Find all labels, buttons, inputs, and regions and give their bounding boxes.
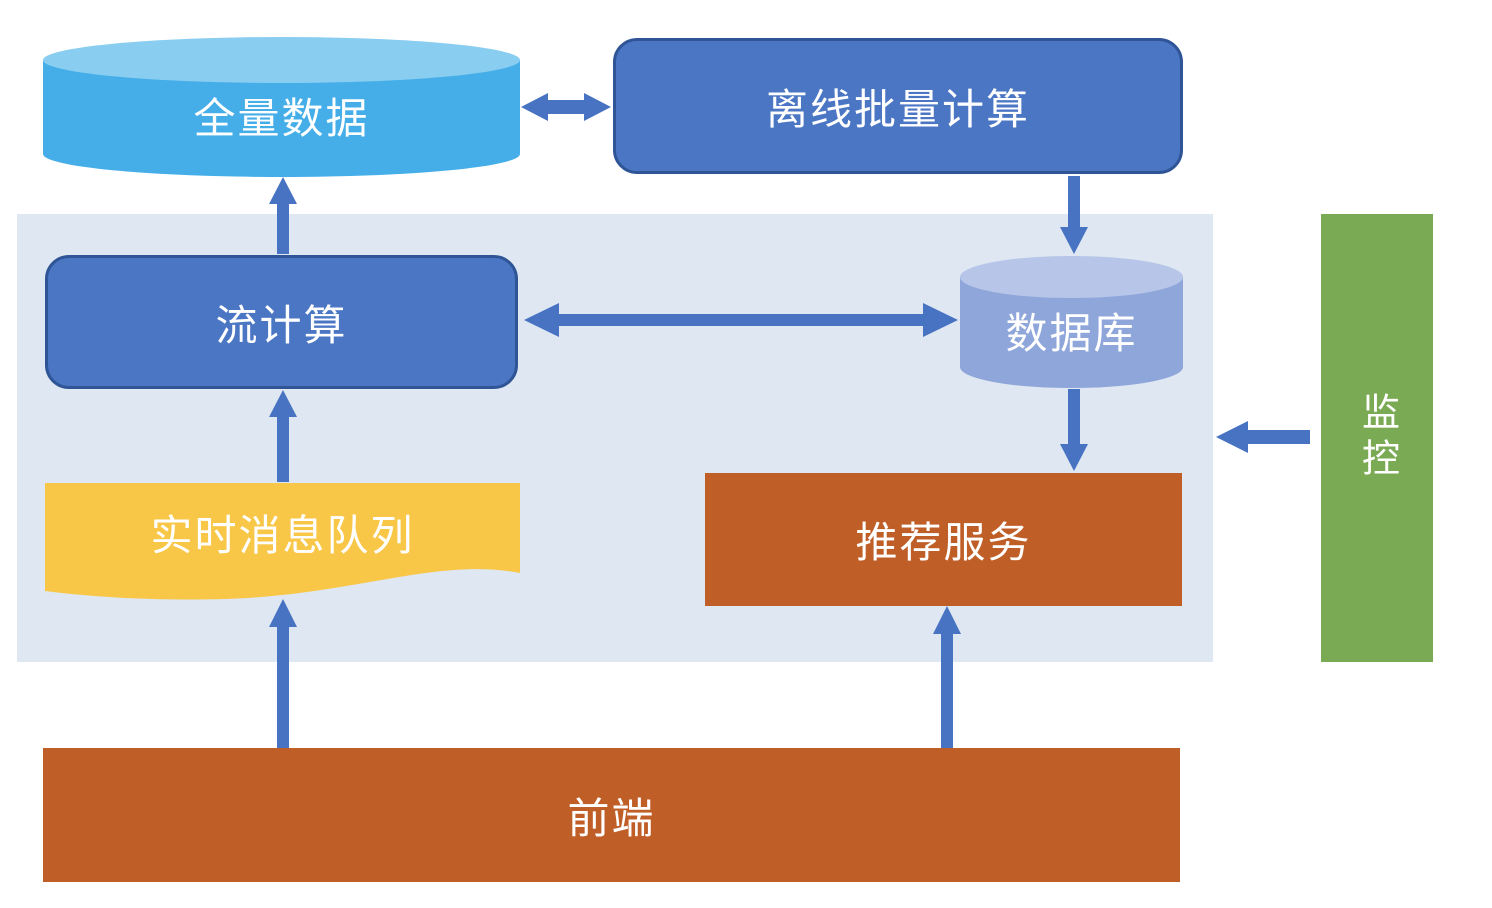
full-data-cylinder — [43, 37, 520, 177]
arrow-offline-to-db-icon — [1060, 176, 1088, 254]
recommend-service-box — [705, 473, 1182, 606]
realtime-queue-shape — [45, 483, 520, 600]
database-cylinder — [960, 256, 1183, 388]
arrow-db-to-recommend-icon — [1060, 389, 1088, 471]
offline-batch-box — [613, 38, 1183, 174]
arrow-fulldata-offline-double-icon — [521, 93, 611, 121]
frontend-box — [43, 748, 1180, 882]
arrow-frontend-to-recommend-icon — [933, 606, 961, 748]
arrow-queue-to-stream-icon — [269, 390, 297, 482]
stream-compute-box — [45, 255, 518, 389]
arrow-frontend-to-queue-icon — [269, 599, 297, 748]
monitor-bar — [1321, 214, 1433, 662]
arrow-monitor-to-panel-icon — [1216, 421, 1310, 453]
arrow-stream-to-fulldata-icon — [269, 177, 297, 254]
arrow-stream-db-double-icon — [524, 303, 958, 337]
